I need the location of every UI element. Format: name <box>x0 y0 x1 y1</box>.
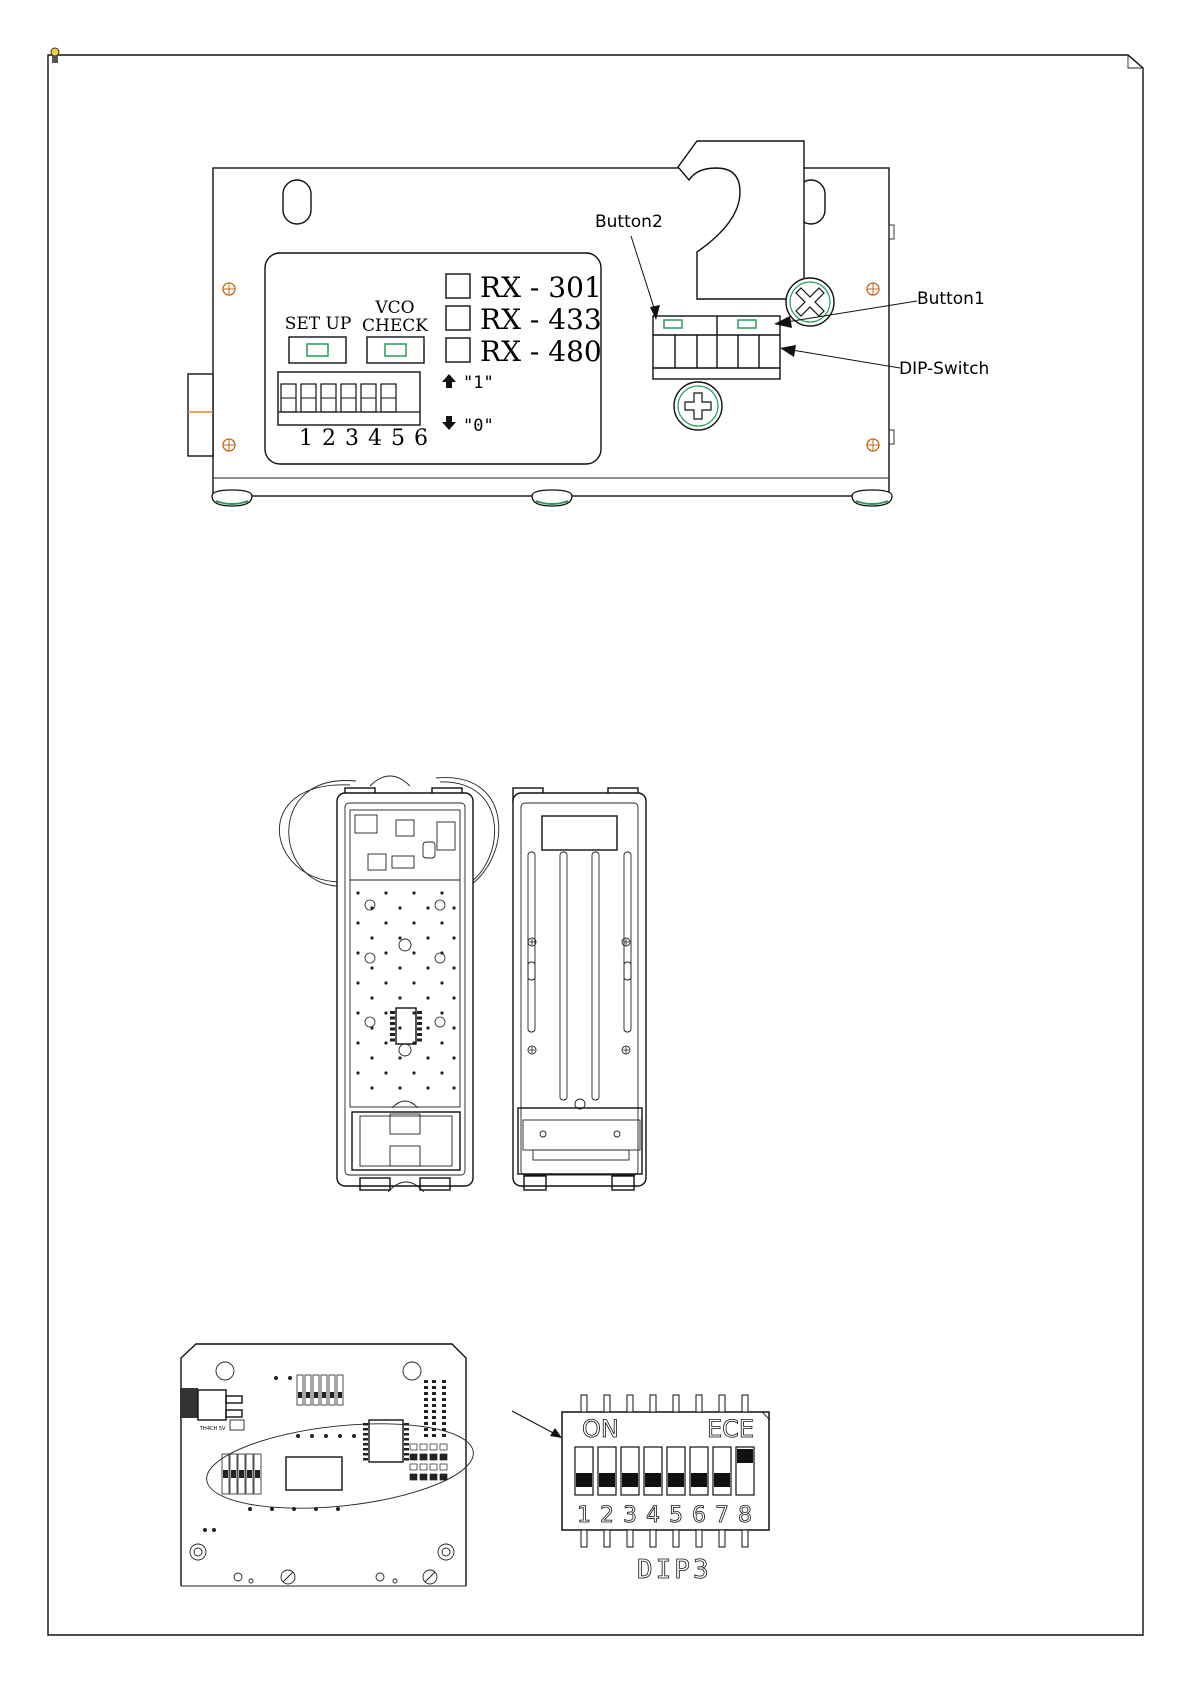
model-label-2: RX - 433 <box>480 303 602 336</box>
label-plate: SET UP VCO CHECK RX - 301 RX - 433 RX - … <box>265 253 602 464</box>
foot-icon <box>212 490 252 506</box>
foot-icon <box>852 490 892 506</box>
dip3-number-6: 6 <box>692 1503 706 1528</box>
pointer-arrow <box>512 1411 562 1438</box>
pin-icon <box>51 48 59 63</box>
dip3-toggle-7[interactable] <box>713 1447 731 1495</box>
setup-label: SET UP <box>285 314 352 334</box>
dip6-toggle-4[interactable] <box>341 384 356 412</box>
callout-dip-switch-label: DIP-Switch <box>899 359 989 379</box>
dip3-toggle-6[interactable] <box>690 1447 708 1495</box>
screw-icon <box>528 1046 536 1054</box>
screw-icon <box>223 439 235 451</box>
state-off-label: "0" <box>463 416 494 436</box>
screw-icon <box>867 283 879 295</box>
dip3-number-1: 1 <box>577 1503 591 1528</box>
screw-icon <box>528 938 536 946</box>
model-label-3: RX - 480 <box>480 335 602 368</box>
screw-cross-icon <box>786 278 834 326</box>
dip3-toggle-4[interactable] <box>644 1447 662 1495</box>
vco-label: VCO <box>374 298 414 318</box>
dip3-number-8: 8 <box>738 1503 752 1528</box>
screw-icon <box>867 439 879 451</box>
dip3-number-3: 3 <box>623 1503 637 1528</box>
dip6-toggle-3[interactable] <box>321 384 336 412</box>
model-label-1: RX - 301 <box>480 271 602 304</box>
dip3-number-7: 7 <box>715 1503 729 1528</box>
button1[interactable] <box>738 320 756 328</box>
dip6-toggle-1[interactable] <box>281 384 296 412</box>
dip6-toggle-5[interactable] <box>361 384 376 412</box>
pcb-tiny-label: TH4CH 5V <box>199 1426 226 1432</box>
screw-cross-icon <box>674 382 722 430</box>
dip6-toggle-6[interactable] <box>381 384 396 412</box>
button2[interactable] <box>664 320 682 328</box>
check-label: CHECK <box>362 316 428 336</box>
dip3-toggle-3[interactable] <box>621 1447 639 1495</box>
dip3-on-label: ON <box>582 1415 619 1443</box>
transmitter-open-housing <box>279 776 498 1192</box>
screw-icon <box>223 283 235 295</box>
callout-button2-label: Button2 <box>595 212 663 232</box>
transmitter-cover <box>513 788 646 1190</box>
dip6-toggle-2[interactable] <box>301 384 316 412</box>
foot-icon <box>532 490 572 506</box>
state-on-label: "1" <box>463 373 494 393</box>
screw-icon <box>622 938 630 946</box>
dip-numbers: 1 2 3 4 5 6 <box>299 426 429 451</box>
dip3-number-4: 4 <box>646 1503 660 1528</box>
dip-switch-6[interactable] <box>278 372 420 425</box>
dip3-number-2: 2 <box>600 1503 614 1528</box>
pcb-detail: TH4CH 5V <box>180 1344 477 1586</box>
dip3-toggle-2[interactable] <box>598 1447 616 1495</box>
dip3-toggle-1[interactable] <box>575 1447 593 1495</box>
screw-icon <box>622 1046 630 1054</box>
dip3-name-label: DIP3 <box>637 1555 712 1585</box>
dip3-number-5: 5 <box>669 1503 683 1528</box>
dip3-toggle-5[interactable] <box>667 1447 685 1495</box>
dip3-toggle-8[interactable] <box>736 1447 754 1495</box>
callout-button1-label: Button1 <box>917 289 985 309</box>
dip3-brand-label: ECE <box>707 1415 754 1443</box>
